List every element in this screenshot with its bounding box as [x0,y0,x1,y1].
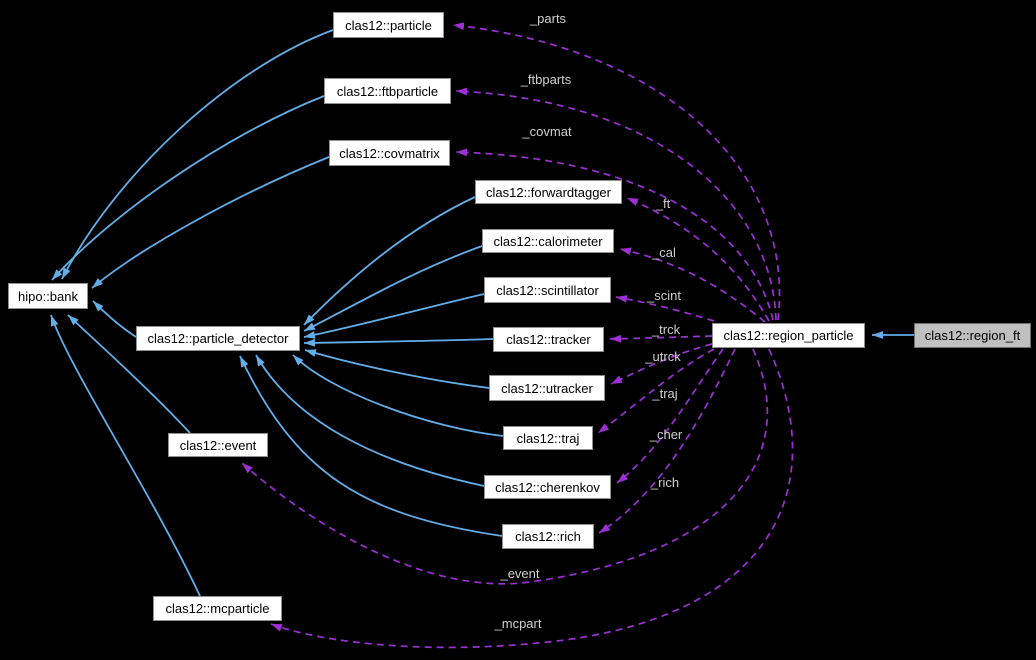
node-clas12-utracker[interactable]: clas12::utracker [489,375,605,401]
edge-label-ftbparts: _ftbparts [520,72,572,87]
edge-label-covmat: _covmat [522,124,572,139]
edge-label-scint: _scint [647,288,681,303]
node-clas12-ftbparticle[interactable]: clas12::ftbparticle [324,78,451,104]
edge-regionparticle-to-covmatrix [455,148,774,321]
edge-utracker-to-detector [304,349,490,389]
node-clas12-covmatrix[interactable]: clas12::covmatrix [329,140,450,166]
edge-forwardtagger-to-detector [303,196,476,326]
edge-tracker-to-detector [303,338,494,347]
edge-rich-to-detector [239,355,503,537]
edge-label-event: _event [500,566,540,581]
edge-covmatrix-to-bank [91,156,330,289]
node-clas12-mcparticle[interactable]: clas12::mcparticle [153,596,282,621]
edge-calorimeter-to-detector [303,245,483,332]
edge-regionparticle-to-event [241,348,769,585]
edge-label-traj: _traj [652,386,678,401]
node-clas12-region-ft: clas12::region_ft [914,323,1031,348]
edge-event-to-bank [67,314,191,434]
edge-regionparticle-to-cherenkov [616,348,724,484]
node-clas12-tracker[interactable]: clas12::tracker [493,327,604,352]
edge-cherenkov-to-detector [255,354,485,487]
edge-regionparticle-to-traj [597,348,715,434]
node-clas12-particle[interactable]: clas12::particle [333,12,444,38]
edge-mcparticle-to-bank [50,314,201,597]
edge-label-cal: _cal [652,245,676,260]
edge-label-ft: _ft [655,196,671,211]
edge-regionparticle-to-calorimeter [619,247,766,323]
node-clas12-calorimeter[interactable]: clas12::calorimeter [482,229,614,253]
edge-label-rich: _rich [650,475,680,490]
edge-scintillator-to-detector [303,293,485,339]
node-clas12-cherenkov[interactable]: clas12::cherenkov [484,475,611,499]
edge-label-mcpart: _mcpart [494,616,542,631]
node-hipo-bank[interactable]: hipo::bank [8,283,88,309]
node-clas12-scintillator[interactable]: clas12::scintillator [484,277,611,303]
node-clas12-forwardtagger[interactable]: clas12::forwardtagger [475,180,622,204]
node-clas12-region-particle[interactable]: clas12::region_particle [712,323,865,348]
node-clas12-event[interactable]: clas12::event [168,433,268,457]
edge-label-cher: _cher [649,427,683,442]
node-clas12-rich[interactable]: clas12::rich [502,524,594,549]
edge-regionparticle-to-tracker [609,334,713,343]
edge-regionparticle-to-scintillator [615,295,715,322]
edge-detector-to-bank [92,300,137,338]
edge-label-parts: _parts [529,11,567,26]
edge-regionparticle-to-particle [452,22,781,321]
node-clas12-traj[interactable]: clas12::traj [503,426,593,450]
edge-regionparticle-to-utracker [610,343,713,385]
edge-particle-to-bank [61,29,334,280]
node-clas12-particle-detector[interactable]: clas12::particle_detector [136,326,300,351]
edge-ftbparticle-to-bank [51,95,325,281]
edge-regionparticle-to-rich [598,348,736,534]
edge-regionparticle-to-ftbparticle [455,87,777,321]
edge-label-trck: _trck [651,322,681,337]
edge-traj-to-detector [292,354,504,437]
edge-label-utrck: _utrck [645,349,681,364]
